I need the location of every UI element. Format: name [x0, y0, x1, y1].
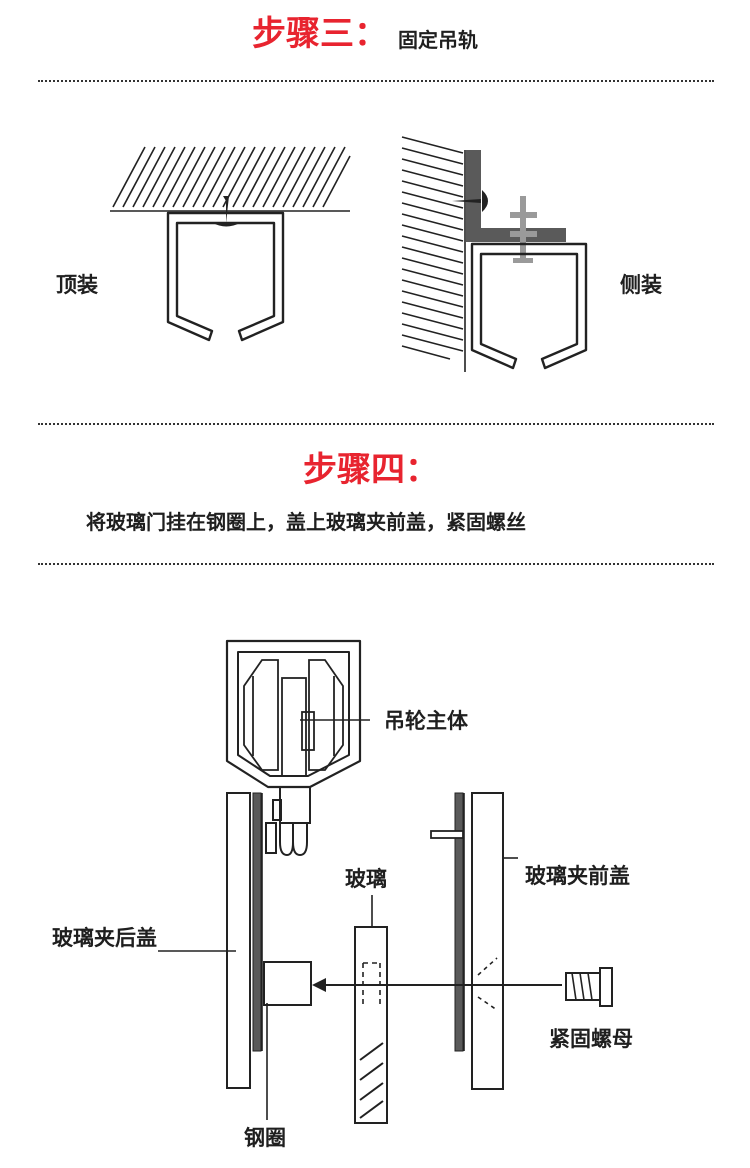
- divider-bottom: [38, 563, 714, 565]
- step3-diagrams: [110, 136, 588, 372]
- step3-title: 步骤三：: [252, 14, 388, 54]
- hanger-body-label: 吊轮主体: [384, 709, 468, 733]
- step4-instruction: 将玻璃门挂在钢圈上，盖上玻璃夹前盖，紧固螺丝: [86, 510, 526, 534]
- wall-screw: [452, 199, 481, 203]
- back-steel-strip: [252, 792, 262, 1052]
- glass-label: 玻璃: [345, 867, 387, 891]
- glass-panel: [354, 926, 388, 1124]
- back-cover-label: 玻璃夹后盖: [52, 926, 157, 950]
- l-bracket: [466, 150, 566, 242]
- side-rail: [470, 242, 588, 370]
- step3-subtitle: 固定吊轨: [398, 28, 478, 52]
- nut-screw: [565, 967, 613, 1007]
- top-rail: [166, 211, 285, 342]
- steel-ring-block: [263, 961, 312, 1006]
- hanger-housing: [225, 639, 362, 789]
- top-mount-label: 顶装: [56, 273, 98, 297]
- hanger-stem: [265, 786, 311, 857]
- leader-lines: [158, 719, 518, 1120]
- front-steel-strip: [454, 792, 464, 1052]
- front-cover-plate: [471, 792, 504, 1090]
- nut-label: 紧固螺母: [549, 1027, 633, 1051]
- ceiling-hatch: [112, 146, 351, 208]
- top-screw: [213, 223, 240, 227]
- front-cover-label: 玻璃夹前盖: [525, 864, 630, 888]
- wall-hatch: [401, 136, 464, 360]
- gray-bolt: [510, 196, 537, 263]
- divider-middle: [38, 423, 714, 425]
- side-mount-label: 侧装: [620, 273, 662, 297]
- steel-ring-label: 钢圈: [244, 1126, 286, 1150]
- step4-title: 步骤四：: [303, 450, 439, 490]
- hanger-wheels: [243, 659, 344, 777]
- divider-top: [38, 80, 714, 82]
- back-cover-plate: [226, 792, 251, 1089]
